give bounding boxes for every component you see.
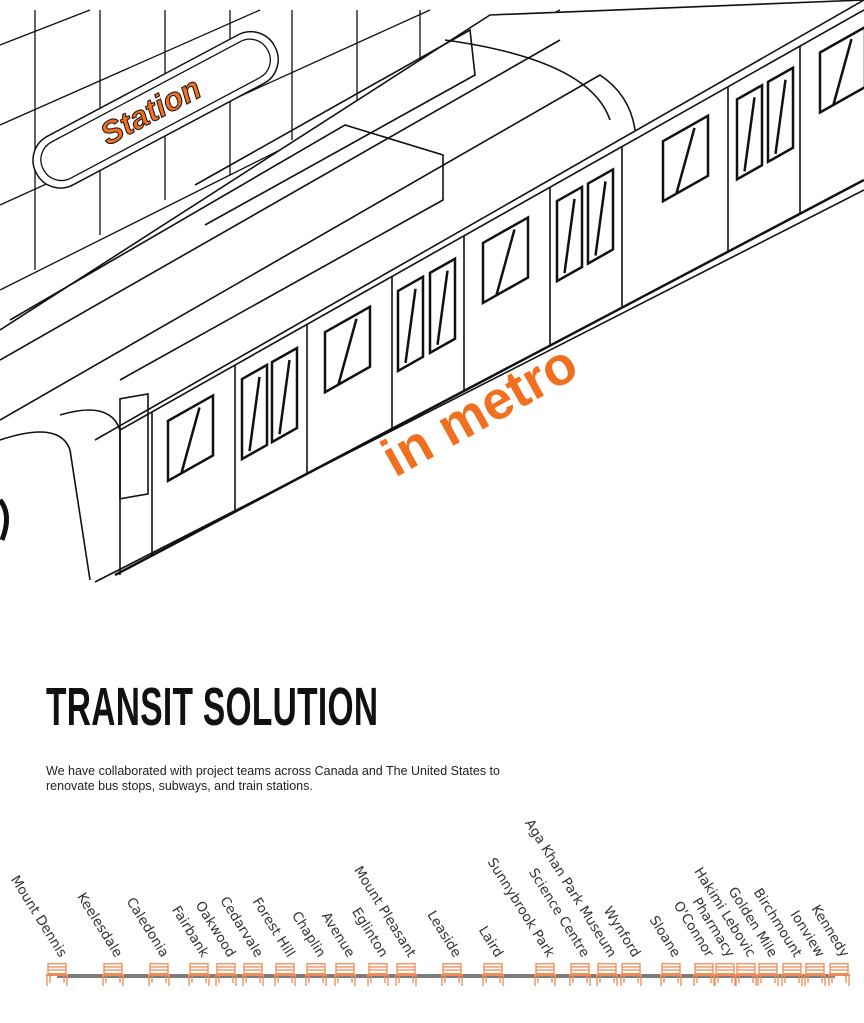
train-window xyxy=(240,362,269,462)
station-bench-icon xyxy=(596,963,618,986)
station-label: Leaside xyxy=(423,908,465,961)
station-bench-icon xyxy=(334,963,356,986)
section-description: We have collaborated with project teams … xyxy=(46,764,500,793)
station-bench-icon xyxy=(395,963,417,986)
station-bench-icon xyxy=(482,963,504,986)
station-bench-icon xyxy=(781,963,803,986)
station-bench-icon xyxy=(367,963,389,986)
station-bench-icon xyxy=(714,963,736,986)
train-window xyxy=(323,304,372,395)
station-bench-icon xyxy=(828,963,850,986)
station-label: Laird xyxy=(474,923,506,961)
station-bench-icon xyxy=(757,963,779,986)
station-label: Mount Dennis xyxy=(6,872,70,961)
station-bench-icon xyxy=(441,963,463,986)
station-bench-icon xyxy=(305,963,327,986)
station-bench-icon xyxy=(569,963,591,986)
station-bench-icon xyxy=(693,963,715,986)
station-bench-icon xyxy=(660,963,682,986)
station-bench-icon xyxy=(188,963,210,986)
station-bench-icon xyxy=(148,963,170,986)
train-window xyxy=(166,393,215,484)
station-bench-icon xyxy=(804,963,826,986)
train-window xyxy=(481,215,530,306)
train-window xyxy=(766,65,795,165)
station-bench-icon xyxy=(102,963,124,986)
page-title: TRANSIT SOLUTION xyxy=(46,677,379,737)
train-window xyxy=(555,184,584,284)
station-label: Keelesdale xyxy=(73,890,126,961)
station-bench-icon xyxy=(215,963,237,986)
station-bench-icon xyxy=(46,963,68,986)
station-label: Caledonia xyxy=(122,894,172,961)
train xyxy=(0,0,864,583)
station-bench-icon xyxy=(735,963,757,986)
station-bench-icon xyxy=(620,963,642,986)
train-window xyxy=(396,274,425,374)
station-bench-icon xyxy=(274,963,296,986)
train-window xyxy=(661,113,710,204)
train-window xyxy=(586,167,615,266)
train-window xyxy=(818,26,864,115)
metro-illustration: Station in metro xyxy=(0,0,864,583)
train-window xyxy=(428,256,457,355)
train-window xyxy=(735,83,764,182)
station-bench-icon xyxy=(242,963,264,986)
train-window xyxy=(270,345,299,445)
station-bench-icon xyxy=(534,963,556,986)
